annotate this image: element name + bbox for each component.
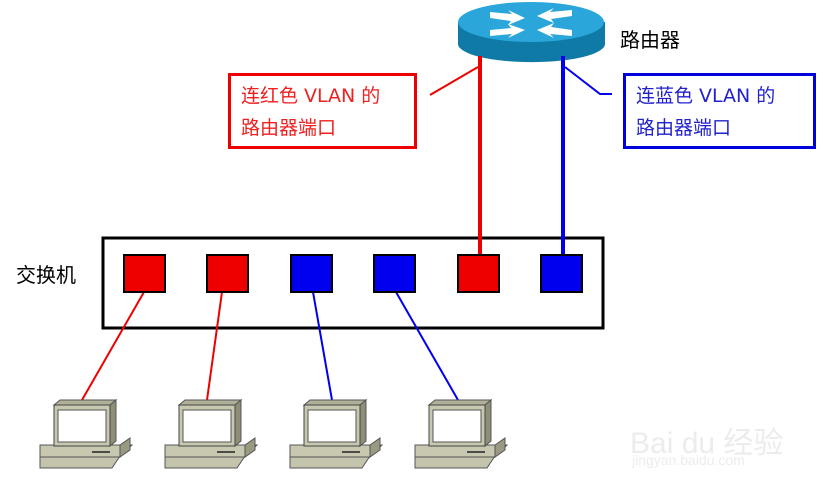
switch-port-6-blue <box>540 254 583 293</box>
blue-callout-leader <box>564 66 612 95</box>
switch-port-1-red <box>123 254 166 293</box>
red-callout-leader <box>429 66 479 96</box>
switch-chassis <box>101 236 605 330</box>
pc-3-icon <box>289 398 384 469</box>
watermark-url: jingyan.baidu.com <box>632 452 745 468</box>
pc1-link <box>81 291 145 401</box>
watermark-brand: Bai du 经验 <box>630 427 784 460</box>
pc-2-icon <box>164 398 259 469</box>
blue-callout-line1: 连蓝色 VLAN 的 <box>636 85 776 107</box>
switch-port-5-red <box>457 254 500 293</box>
switch-port-2-red <box>206 254 249 293</box>
router-icon <box>458 2 605 63</box>
blue-vlan-callout: 连蓝色 VLAN 的 路由器端口 <box>623 73 816 149</box>
red-callout-line1: 连红色 VLAN 的 <box>241 85 381 107</box>
pc4-link <box>395 291 459 401</box>
pc3-link <box>312 291 333 401</box>
switch-port-4-blue <box>373 254 416 293</box>
pc-1-icon <box>39 398 134 469</box>
blue-callout-line2: 路由器端口 <box>636 117 732 139</box>
pc2-link <box>206 291 223 401</box>
pc-4-icon <box>414 398 509 469</box>
router-label: 路由器 <box>620 28 680 52</box>
red-vlan-callout: 连红色 VLAN 的 路由器端口 <box>228 73 417 149</box>
switch-label: 交换机 <box>16 263 76 287</box>
red-callout-line2: 路由器端口 <box>241 117 337 139</box>
switch-port-3-blue <box>290 254 333 293</box>
